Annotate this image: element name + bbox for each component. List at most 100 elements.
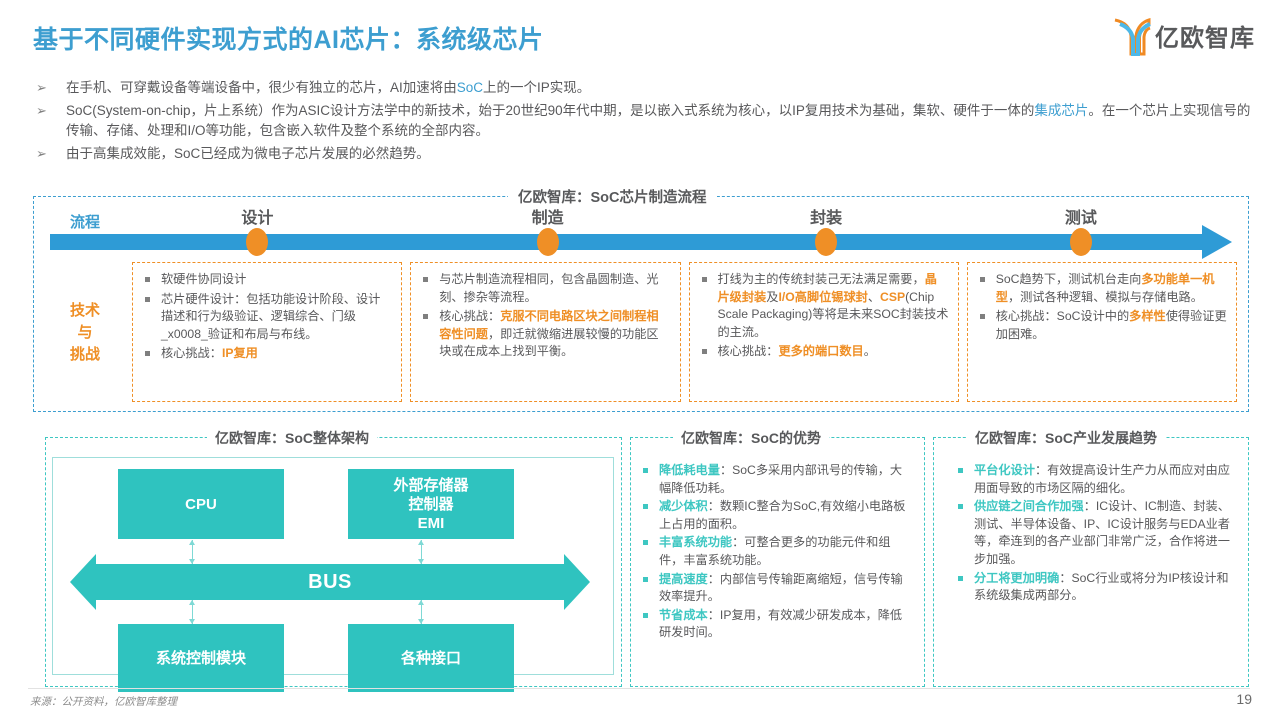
brand-logo: 亿欧智库: [1111, 14, 1255, 57]
highlight-text: 更多的端口数目: [778, 344, 864, 358]
intro-bullet-row: ➢ SoC(System-on-chip，片上系统）作为ASIC设计方法学中的新技…: [36, 101, 1251, 142]
tech-column-3: 打线为主的传统封装己无法满足需要，晶片级封装及I/O高脚位锡球封、CSP(Chi…: [688, 262, 959, 402]
tech-challenge-label: 技术与挑战: [52, 300, 118, 366]
advantages-panel: 降低耗电量：SoC多采用内部讯号的传输，大幅降低功耗。减少体积：数颗IC整合为S…: [630, 437, 925, 687]
footer-divider: [28, 688, 1250, 689]
block-interfaces-label: 各种接口: [400, 649, 461, 667]
connector-emi-bus: [418, 540, 424, 564]
intro-bullet-row: ➢由于高集成效能，SoC已经成为微电子芯片发展的必然趋势。: [36, 144, 1251, 165]
tech-column-2: 与芯片制造流程相同，包含晶圆制造、光刻、掺杂等流程。核心挑战：克服不同电路区块之…: [410, 262, 681, 402]
list-item: 供应链之间合作加强：IC设计、IC制造、封装、测试、半导体设备、IP、IC设计服…: [940, 498, 1238, 568]
block-emi: 外部存储器 控制器 EMI: [348, 469, 514, 539]
body-text: ：数颗IC整合为SoC,有效缩小电路板上占用的面积。: [659, 499, 906, 531]
advantages-caption: 亿欧智库：SoC的优势: [673, 428, 829, 448]
advantages-items: 降低耗电量：SoC多采用内部讯号的传输，大幅降低功耗。减少体积：数颗IC整合为S…: [637, 462, 914, 642]
body-text: ：SoC多采用内部讯号的传输，大幅降低功耗。: [659, 463, 903, 495]
block-emi-line1: 外部存储器: [393, 476, 469, 494]
list-item: 打线为主的传统封装己无法满足需要，晶片级封装及I/O高脚位锡球封、CSP(Chi…: [696, 271, 949, 341]
body-text: ：IC设计、IC制造、封装、测试、半导体设备、IP、IC设计服务与EDA业者等，…: [974, 499, 1230, 566]
tech-label-line: 挑战: [69, 346, 100, 363]
list-item: 平台化设计：有效提高设计生产力从而应对由应用面导致的市场区隔的细化。: [940, 462, 1238, 497]
list-item: 丰富系统功能：可整合更多的功能元件和组件，丰富系统功能。: [637, 534, 914, 569]
highlight-text: SoC: [456, 80, 484, 95]
highlight-text: 丰富系统功能: [659, 535, 733, 550]
body-text: 在手机、可穿戴设备等端设备中，很少有独立的芯片，AI加速将由: [66, 80, 457, 95]
body-text: 及: [766, 289, 779, 304]
highlight-text: 集成芯片: [1034, 102, 1089, 118]
tech-label-line: 技术: [69, 302, 100, 319]
process-timeline: 设计制造封装测试: [50, 210, 1235, 259]
highlight-text: 平台化设计: [974, 463, 1035, 477]
stage-label-4: 测试: [1064, 210, 1097, 227]
body-text: ，即迁就微缩进展较慢的功能区块或在成本上找到平衡。: [439, 326, 659, 359]
list-item: 核心挑战：更多的端口数目。: [696, 343, 949, 361]
block-emi-line3: EMI: [417, 514, 445, 532]
highlight-text: 多功能单一机型: [995, 272, 1215, 304]
list-item: 与芯片制造流程相同，包含晶圆制造、光刻、掺杂等流程。: [417, 271, 670, 306]
stage-label-2: 制造: [531, 210, 564, 227]
body-text: 核心挑战：: [439, 309, 501, 323]
highlight-text: 晶片级封装: [717, 272, 937, 304]
intro-bullet-row: ➢ 在手机、可穿戴设备等端设备中，很少有独立的芯片，AI加速将由SoC上的一个IP…: [36, 78, 1251, 99]
highlight-text: 减少体积: [659, 499, 708, 514]
flow-caption: 亿欧智库：SoC芯片制造流程: [508, 186, 717, 207]
list-item: 提高速度：内部信号传输距离缩短，信号传输效率提升。: [637, 571, 914, 606]
highlight-text: 克服不同电路区块之间制程相容性问题: [439, 309, 659, 341]
list-item: 软硬件协同设计: [139, 271, 392, 289]
highlight-text: I/O高脚位锡球封: [778, 289, 868, 304]
block-interfaces: 各种接口: [348, 624, 514, 692]
connector-cpu-bus: [189, 540, 195, 564]
body-text: 、: [867, 289, 881, 304]
bus-label: BUS: [308, 570, 352, 593]
timeline-arrowhead-icon: [1202, 225, 1232, 259]
body-text: 核心挑战：SoC设计中的: [995, 309, 1130, 323]
page-title: 基于不同硬件实现方式的AI芯片：系统级芯片: [33, 26, 544, 54]
body-text: ：内部信号传输距离缩短，信号传输效率提升。: [659, 571, 903, 604]
tech-column-list: 软硬件协同设计芯片硬件设计：包括功能设计阶段、设计描述和行为级验证、逻辑综合、门…: [139, 271, 392, 363]
trends-caption: 亿欧智库：SoC产业发展趋势: [967, 428, 1165, 448]
trends-panel: 平台化设计：有效提高设计生产力从而应对由应用面导致的市场区隔的细化。供应链之间合…: [933, 437, 1249, 687]
block-emi-line2: 控制器: [408, 495, 454, 513]
body-text: 使得验证更加困难。: [995, 309, 1227, 341]
body-text: ：SoC行业或将分为IP核设计和系统级集成两部分。: [974, 570, 1229, 603]
stage-label-1: 设计: [241, 210, 274, 227]
body-text: 与芯片制造流程相同，包含晶圆制造、光刻、掺杂等流程。: [439, 272, 659, 304]
bus-body: [95, 564, 565, 600]
page-number: 19: [1236, 691, 1252, 707]
body-text: 。: [863, 344, 876, 358]
timeline-bar: [50, 234, 1210, 250]
body-text: (Chip Scale Packaging)等将是未来SOC封装技术的主流。: [717, 289, 949, 339]
logo-mark-icon: [1111, 14, 1151, 57]
intro-text: 在手机、可穿戴设备等端设备中，很少有独立的芯片，AI加速将由SoC上的一个IP实…: [66, 78, 1251, 99]
block-system-control: 系统控制模块: [118, 624, 284, 692]
arrow-bullet-icon: ➢: [36, 102, 47, 118]
body-text: 核心挑战：: [161, 346, 222, 360]
tech-column-4: SoC趋势下，测试机台走向多功能单一机型，测试各种逻辑、模拟与存储电路。核心挑战…: [966, 262, 1237, 402]
list-item: 分工将更加明确：SoC行业或将分为IP核设计和系统级集成两部分。: [940, 570, 1238, 605]
trends-items: 平台化设计：有效提高设计生产力从而应对由应用面导致的市场区隔的细化。供应链之间合…: [940, 462, 1238, 605]
highlight-text: 分工将更加明确: [974, 570, 1060, 585]
tech-column-list: 与芯片制造流程相同，包含晶圆制造、光刻、掺杂等流程。核心挑战：克服不同电路区块之…: [417, 271, 670, 361]
list-item: 核心挑战：SoC设计中的多样性使得验证更加困难。: [974, 308, 1227, 343]
highlight-text: 供应链之间合作加强: [974, 499, 1084, 514]
connector-bus-interfaces: [418, 600, 424, 624]
body-text: 打线为主的传统封装己无法满足需要，: [717, 272, 925, 286]
bus-left-arrowhead-icon: [70, 554, 96, 610]
list-item: 降低耗电量：SoC多采用内部讯号的传输，大幅降低功耗。: [637, 462, 914, 497]
list-item: 核心挑战：克服不同电路区块之间制程相容性问题，即迁就微缩进展较慢的功能区块或在成…: [417, 308, 670, 361]
body-text: 由于高集成效能，SoC已经成为微电子芯片发展的必然趋势。: [66, 145, 430, 161]
list-item: 核心挑战：IP复用: [139, 345, 392, 363]
body-text: ，测试各种逻辑、模拟与存储电路。: [1007, 289, 1203, 304]
architecture-caption: 亿欧智库：SoC整体架构: [207, 428, 377, 448]
tech-column-1: 软硬件协同设计芯片硬件设计：包括功能设计阶段、设计描述和行为级验证、逻辑综合、门…: [132, 262, 403, 402]
block-system-control-label: 系统控制模块: [155, 649, 246, 667]
block-cpu: CPU: [118, 469, 284, 539]
flow-process-label: 流程: [69, 214, 100, 231]
arrow-bullet-icon: ➢: [36, 80, 47, 95]
connector-bus-sysctrl: [189, 600, 195, 624]
advantages-list: 降低耗电量：SoC多采用内部讯号的传输，大幅降低功耗。减少体积：数颗IC整合为S…: [631, 462, 924, 643]
intro-text: SoC(System-on-chip，片上系统）作为ASIC设计方法学中的新技术…: [66, 101, 1251, 142]
body-text: SoC(System-on-chip，片上系统）作为ASIC设计方法学中的新技术…: [66, 102, 1035, 118]
list-item: SoC趋势下，测试机台走向多功能单一机型，测试各种逻辑、模拟与存储电路。: [974, 271, 1227, 306]
